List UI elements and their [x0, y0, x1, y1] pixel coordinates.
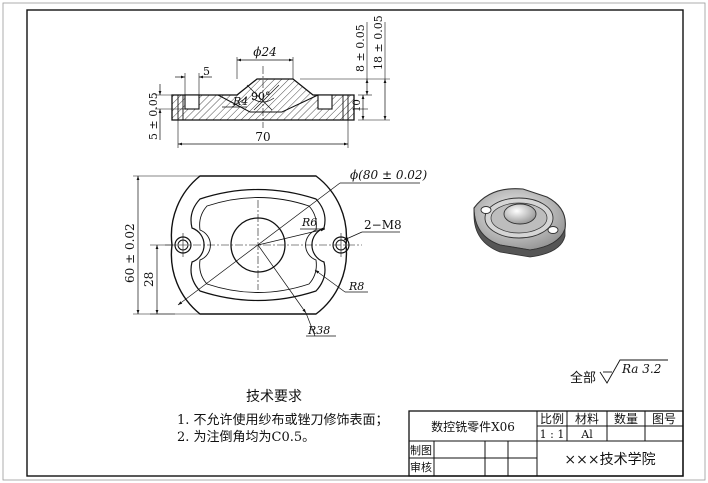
title-block: [408, 410, 684, 477]
dim-angle-90: 90°: [251, 90, 271, 103]
dim-5-left: 5 ± 0.05: [147, 92, 160, 140]
surface-finish-symbol: [599, 359, 668, 384]
dim-70: 70: [255, 130, 270, 144]
dim-10: 10: [352, 99, 363, 112]
requirements-title: 技术要求: [246, 389, 302, 405]
title-scale-label: 比例: [540, 412, 564, 426]
title-school: ×××技术学院: [564, 452, 655, 468]
dim-r38: R38: [307, 324, 330, 337]
pocket-inner-profile: [199, 197, 317, 293]
title-part-name: 数控铣零件X06: [431, 419, 515, 434]
pocket-profile: [190, 188, 326, 302]
dim-60: 60 ± 0.02: [123, 223, 137, 283]
title-drawn-label: 制图: [410, 444, 432, 457]
dim-2-m8: 2−M8: [364, 218, 402, 232]
title-drawing-no-label: 图号: [652, 412, 676, 426]
requirement-item-2: 2. 为注倒角均为C0.5。: [177, 430, 316, 445]
title-qty-label: 数量: [614, 411, 638, 426]
outer-profile: [170, 175, 348, 315]
front-section-view: [155, 22, 390, 148]
dim-8: 8 ± 0.05: [354, 24, 367, 72]
dim-phi80: ϕ(80 ± 0.02): [350, 168, 428, 182]
requirement-item-1: 1. 不允许使用纱布或锉刀修饰表面；: [177, 413, 389, 428]
dim-18: 18 ± 0.05: [372, 15, 385, 70]
isometric-part-view: [473, 188, 566, 258]
dim-28: 28: [142, 272, 156, 287]
dim-r6: R6: [301, 216, 317, 229]
title-scale-value: 1 : 1: [540, 428, 565, 441]
right-pocket: [317, 94, 333, 110]
title-material-value: Al: [580, 428, 593, 441]
top-view: [133, 175, 420, 337]
dim-r4: R4: [232, 95, 248, 108]
title-checked-label: 审核: [410, 460, 432, 474]
dim-phi24: ϕ24: [253, 45, 276, 59]
title-material-label: 材料: [575, 412, 599, 426]
surface-roughness-value: Ra 3.2: [621, 362, 661, 376]
drawing-frame: [26, 9, 684, 477]
left-pocket: [184, 94, 200, 110]
surface-finish-prefix: 全部: [570, 370, 596, 386]
dim-r8: R8: [348, 280, 364, 293]
dim-5-top: 5: [203, 65, 210, 78]
